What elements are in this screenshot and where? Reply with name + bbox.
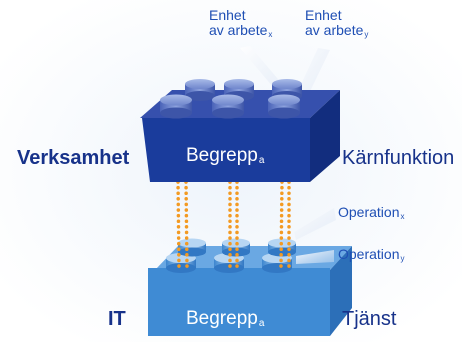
top-stud [160,94,192,119]
top-stud [185,79,215,101]
bottom-brick-side-face [330,246,352,336]
bottom-stud [178,238,206,257]
top-brick-side-face [310,90,340,182]
top-stud [268,94,300,119]
top-studs [160,79,302,119]
beam-operation-x [294,208,336,240]
connector-line [184,180,189,270]
operation-x-label: Operationx [338,204,405,221]
concept-bottom-label: Begreppa [186,308,265,329]
top-brick-front-face [142,118,310,182]
business-label: Verksamhet [17,147,130,169]
connector-line [279,180,284,270]
connectors [176,180,291,270]
unit-of-work-y-label: Enhet av arbetey [305,8,368,42]
unit-x-line2: av arbetex [209,22,273,40]
it-label: IT [108,308,126,330]
concept-top-label: Begreppa [186,145,265,166]
operation-y-label: Operationy [338,246,405,263]
beam-operation-y [296,250,334,264]
bottom-brick [148,246,352,336]
bottom-brick-front-face [148,268,330,336]
core-function-label: Kärnfunktion [342,147,455,169]
service-label: Tjänst [342,308,397,330]
connector-line [176,180,181,270]
unit-x-line1: Enhet [209,7,246,23]
top-stud [212,94,244,119]
unit-of-work-x-label: Enhet av arbetex [209,8,272,42]
unit-y-line1: Enhet [305,7,342,23]
unit-y-line2: av arbetey [305,22,369,40]
